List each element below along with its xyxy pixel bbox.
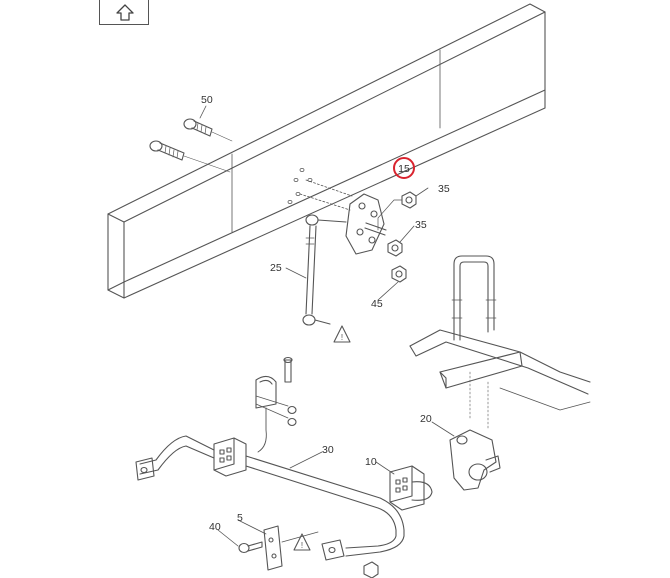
nut-35-lower[interactable] [387,239,403,257]
u-bolt[interactable] [451,255,497,341]
callout-35-upper[interactable]: 35 [438,183,450,195]
leader-lines [199,105,455,547]
home-arrow-icon [116,4,134,21]
bushing-left[interactable] [213,437,247,477]
leaf-spring [409,329,591,431]
callout-50[interactable]: 50 [201,94,213,106]
callout-40[interactable]: 40 [209,521,221,533]
bushing-10[interactable] [389,465,433,511]
bolt-50[interactable] [183,118,233,142]
callout-5[interactable]: 5 [237,512,243,524]
callout-15[interactable]: 15 [398,163,410,175]
callout-35-lower[interactable]: 35 [415,219,427,231]
nut-35-upper[interactable] [401,191,417,209]
callout-30[interactable]: 30 [322,444,334,456]
callout-labels: 50 15 35 35 25 45 20 30 10 5 40 [201,94,450,533]
callout-45[interactable]: 45 [371,298,383,310]
frame-holes [287,167,353,211]
nut-45[interactable] [391,265,407,283]
bolt-frame[interactable] [149,140,231,173]
callout-10[interactable]: 10 [365,456,377,468]
highlight-ring [393,157,415,179]
stabilizer-bar-30[interactable] [135,435,405,561]
warning-triangle-icon-1: ! [333,325,351,343]
callout-25[interactable]: 25 [270,262,282,274]
bolt-40[interactable] [238,541,263,554]
plate-5[interactable] [263,525,283,571]
callout-20[interactable]: 20 [420,413,432,425]
warning-triangle-icon-2: ! [293,533,311,551]
svg-text:!: ! [341,333,343,342]
link-rod-25[interactable] [302,214,347,326]
bracket-15[interactable] [345,193,403,255]
bracket-20[interactable] [449,429,501,491]
clamp-upper[interactable] [255,356,297,453]
svg-text:!: ! [301,541,303,550]
frame-rail [107,3,546,299]
nut-bottom[interactable] [363,561,379,578]
home-button[interactable] [99,0,149,25]
